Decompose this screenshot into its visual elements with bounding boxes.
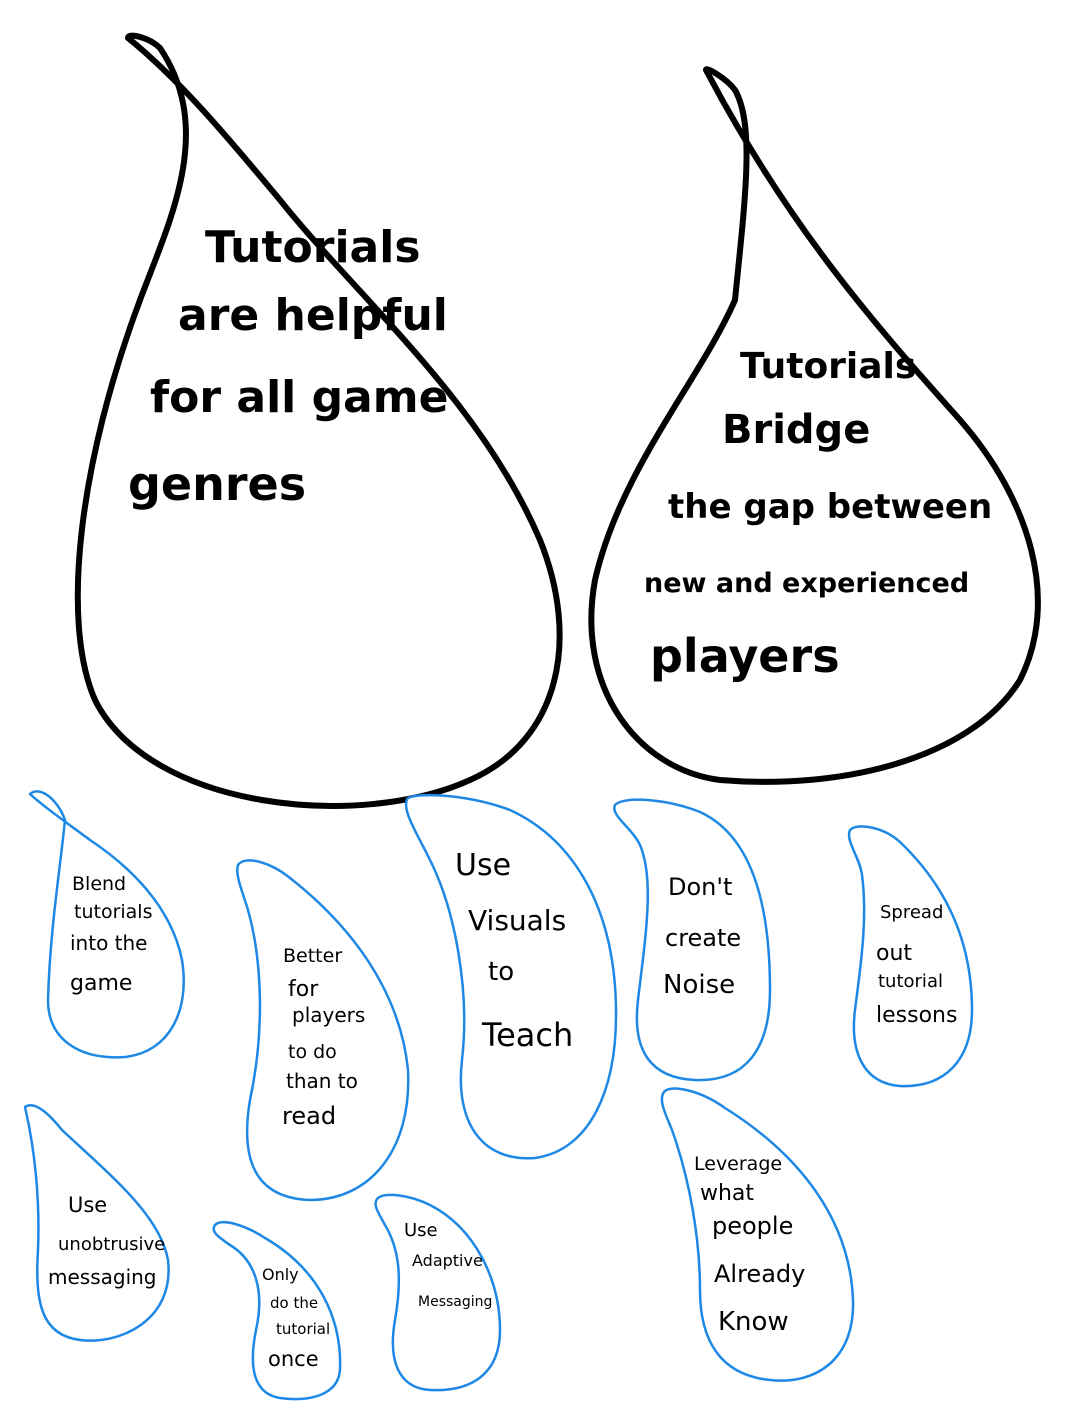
small-drop-5-line-4: lessons — [876, 1003, 957, 1028]
small-drop-3 — [404, 793, 618, 1160]
small-drop-2 — [236, 859, 410, 1202]
small-drop-4-line-2: create — [665, 924, 741, 952]
small-drop-3-line-2: Visuals — [468, 904, 566, 937]
small-drop-4-line-3: Noise — [663, 970, 735, 1000]
small-drop-7 — [212, 1221, 342, 1401]
small-drop-3-line-3: to — [488, 957, 514, 987]
small-drop-9-line-1: Leverage — [694, 1153, 782, 1175]
small-drop-2-line-1: Better — [283, 945, 342, 967]
small-drop-2-line-2: for — [288, 977, 319, 1002]
big-drop-2-line-2: Bridge — [722, 407, 870, 453]
small-drop-2-line-3: players — [292, 1003, 365, 1027]
big-drop-2-line-5: players — [650, 629, 840, 683]
small-drop-9-line-5: Know — [718, 1307, 789, 1337]
small-drop-2-line-4: to do — [288, 1041, 337, 1063]
small-drop-4 — [613, 798, 772, 1082]
small-drop-7-line-1: Only — [262, 1265, 299, 1284]
small-drop-7-line-2: do the — [270, 1294, 318, 1312]
small-drop-4-line-1: Don't — [668, 873, 732, 901]
big-drop-2 — [588, 66, 1041, 785]
small-drop-9 — [660, 1087, 855, 1382]
small-drop-5-line-2: out — [876, 941, 912, 966]
big-drop-1-line-1: Tutorials — [205, 222, 421, 273]
small-drop-2-line-6: read — [282, 1102, 336, 1130]
small-drop-8-line-1: Use — [404, 1220, 438, 1241]
small-drop-6-line-3: messaging — [48, 1265, 157, 1289]
big-drop-1 — [74, 32, 563, 809]
small-drop-1-line-2: tutorials — [74, 901, 152, 923]
small-drop-6 — [23, 1104, 170, 1342]
small-drop-1 — [28, 790, 185, 1059]
big-drop-2-line-3: the gap between — [668, 487, 992, 527]
small-drop-5-line-3: tutorial — [878, 971, 943, 992]
small-drop-7-line-3: tutorial — [276, 1320, 330, 1338]
small-drop-3-line-4: Teach — [481, 1016, 573, 1054]
small-drop-5 — [847, 825, 974, 1088]
small-drop-9-line-4: Already — [714, 1260, 805, 1288]
big-drop-1-line-4: genres — [128, 457, 306, 511]
small-drop-1-line-4: game — [70, 971, 132, 996]
small-drop-1-line-3: into the — [70, 931, 148, 955]
small-drop-3-line-1: Use — [455, 848, 511, 883]
small-drop-5-line-1: Spread — [880, 902, 943, 923]
big-drop-2-line-1: Tutorials — [740, 346, 916, 387]
small-drop-1-line-1: Blend — [72, 873, 126, 895]
big-drop-1-line-2: are helpful — [178, 290, 448, 341]
small-drop-8-line-2: Adaptive — [412, 1251, 483, 1270]
small-drop-8 — [374, 1193, 502, 1392]
small-drop-7-line-4: once — [268, 1347, 319, 1371]
small-drop-6-line-2: unobtrusive — [58, 1234, 165, 1255]
small-drop-2-line-5: than to — [286, 1069, 358, 1093]
small-drop-6-line-1: Use — [68, 1193, 107, 1217]
small-drop-9-line-2: what — [700, 1181, 754, 1206]
big-drop-1-line-3: for all game — [150, 372, 448, 423]
big-drop-2-line-4: new and experienced — [644, 568, 969, 599]
small-drop-9-line-3: people — [712, 1212, 793, 1240]
small-drop-8-line-3: Messaging — [418, 1294, 492, 1310]
